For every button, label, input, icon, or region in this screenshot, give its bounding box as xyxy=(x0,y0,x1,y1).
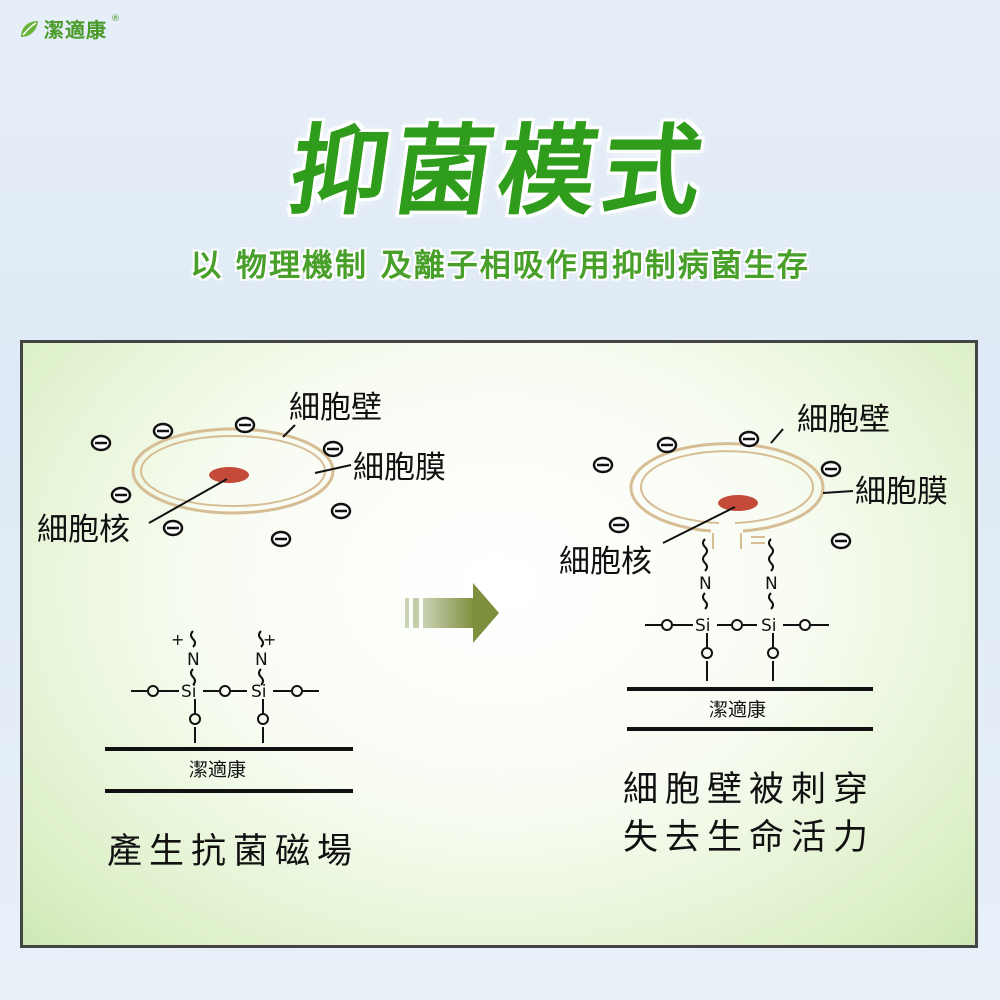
left-cell-wall-label: 細胞壁 xyxy=(289,390,382,426)
brand-name: 潔適康 xyxy=(44,18,107,42)
svg-text:+: + xyxy=(263,630,276,649)
svg-text:Si: Si xyxy=(761,616,777,636)
right-nucleus-label: 細胞核 xyxy=(559,544,652,580)
page-subtitle: 以 物理機制 及離子相吸作用抑制病菌生存 xyxy=(190,248,810,284)
left-negative-ions xyxy=(90,416,352,548)
diagram-panel: + N + N Si Si xyxy=(20,340,978,948)
svg-text:N: N xyxy=(255,650,268,670)
registered-mark: ® xyxy=(111,14,120,24)
right-negative-ions xyxy=(592,430,852,550)
right-chemistry: N N Si Si xyxy=(645,538,829,681)
right-caption-line2: 失去生命活力 xyxy=(623,818,876,858)
left-cell xyxy=(131,424,352,524)
svg-text:N: N xyxy=(765,574,778,594)
left-caption: 產生抗菌磁場 xyxy=(107,832,360,872)
page-title: 抑菌模式 xyxy=(282,115,715,229)
diagram-graphics: + N + N Si Si xyxy=(90,416,873,793)
left-nucleus-shape xyxy=(209,467,249,483)
right-caption-line1: 細胞壁被刺穿 xyxy=(623,770,876,810)
svg-text:N: N xyxy=(699,574,712,594)
right-nucleus-shape xyxy=(718,495,758,511)
svg-text:+: + xyxy=(171,630,184,649)
right-cell xyxy=(629,428,854,549)
left-surface-label: 潔適康 xyxy=(189,759,247,781)
svg-text:Si: Si xyxy=(181,682,197,702)
left-cell-membrane-label: 細胞膜 xyxy=(353,450,446,486)
left-nucleus-label: 細胞核 xyxy=(37,512,130,548)
right-surface-label: 潔適康 xyxy=(709,699,767,721)
left-chemistry: + N + N Si Si xyxy=(131,630,319,743)
svg-text:Si: Si xyxy=(695,616,711,636)
right-cell-wall-label: 細胞壁 xyxy=(797,402,890,438)
right-cell-membrane-label: 細胞膜 xyxy=(855,474,948,510)
svg-text:Si: Si xyxy=(251,682,267,702)
brand-logo: 潔適康 ® xyxy=(18,14,120,43)
leaf-icon xyxy=(21,20,38,37)
svg-text:N: N xyxy=(187,650,200,670)
arrow-icon xyxy=(405,583,499,643)
